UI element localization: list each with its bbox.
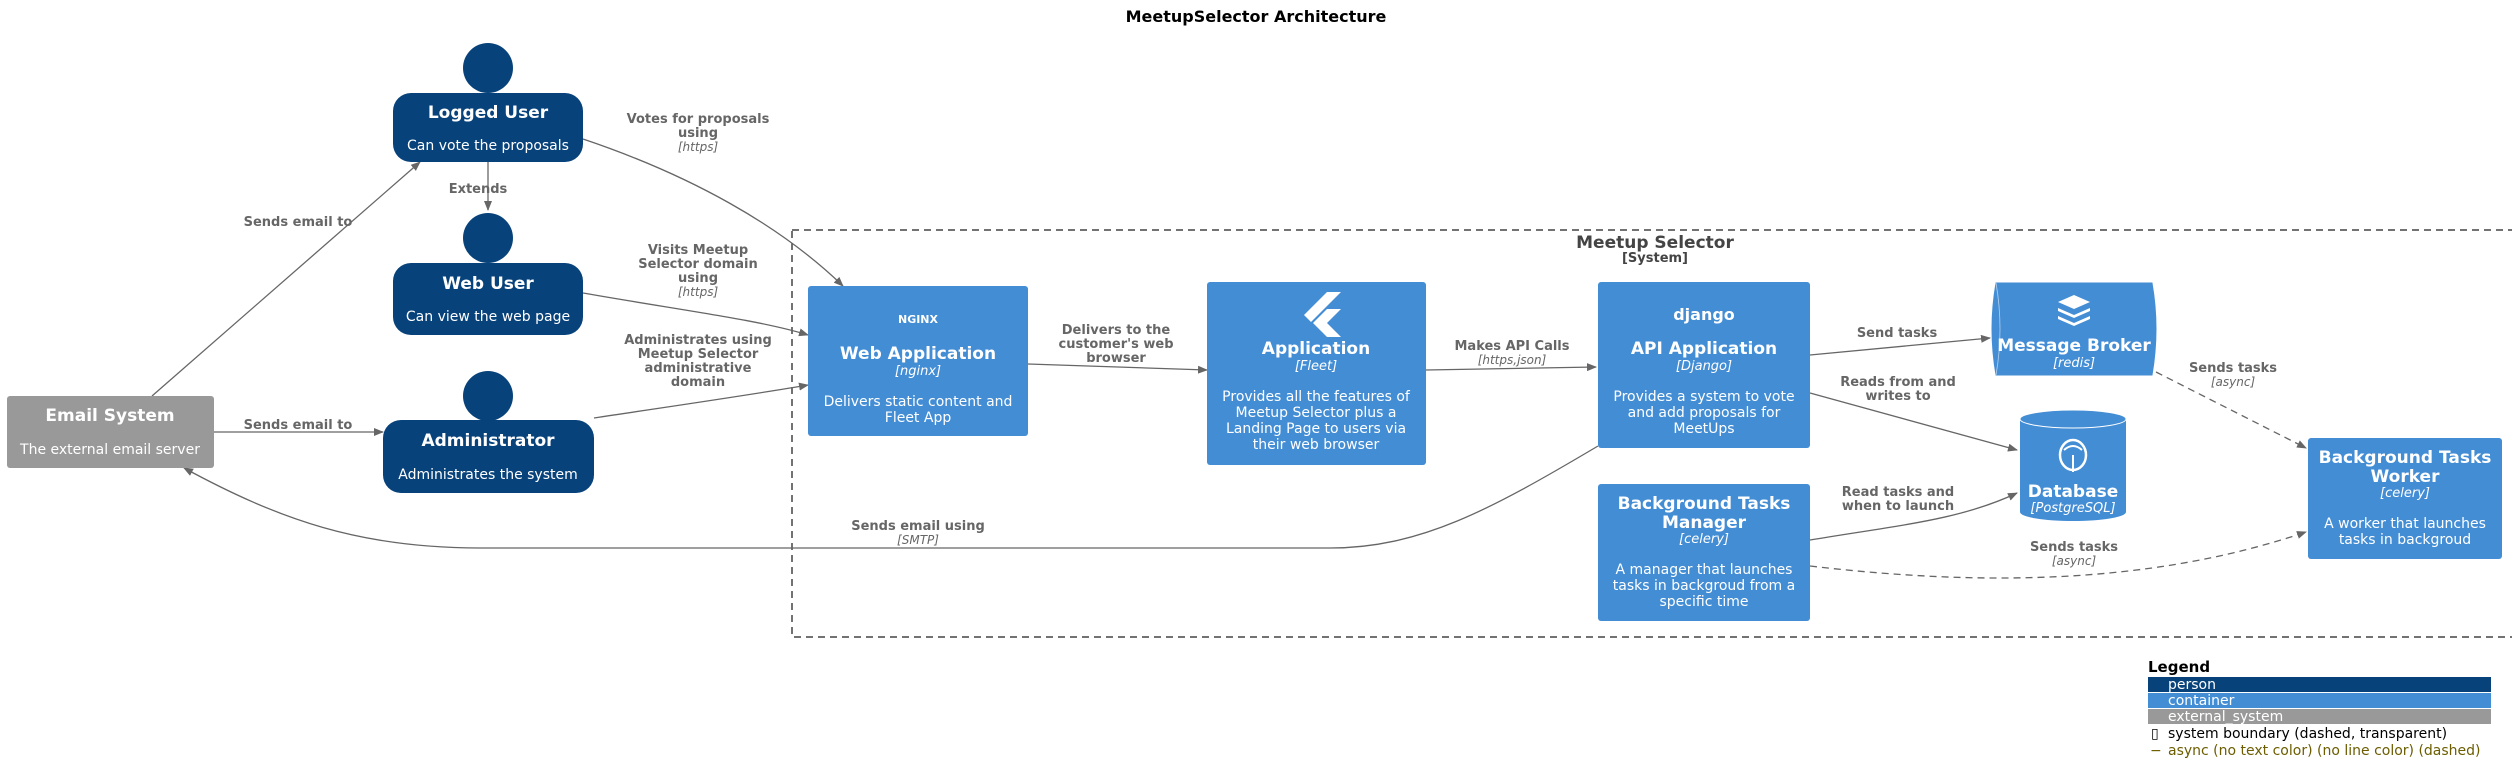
edge-delivers — [1027, 363, 1208, 374]
legend-item-async: async (no text color) (no line color) (d… — [2168, 743, 2481, 759]
person-head-icon — [463, 43, 513, 93]
postgresql-logo-icon — [2058, 438, 2088, 472]
flutter-logo-icon — [1304, 292, 1341, 337]
container-name: Database — [2028, 482, 2118, 502]
container-database[interactable]: Database [PostgreSQL] — [2019, 409, 2127, 521]
legend-container-swatch — [2148, 693, 2491, 708]
container-tech: [celery] — [1679, 532, 1729, 547]
rel-extends-label: Extends — [449, 182, 508, 197]
person-name: Web User — [442, 274, 534, 294]
container-application[interactable]: Application [Fleet] Provides all the fea… — [1207, 282, 1426, 465]
person-head-icon — [463, 371, 513, 421]
boundary-name: Meetup Selector — [1576, 233, 1734, 253]
legend-item-boundary: system boundary (dashed, transparent) — [2168, 726, 2447, 742]
person-administrator[interactable]: Administrator Administrates the system — [383, 371, 594, 493]
rel-sends-tasks-mgr-label: Sends tasks — [2030, 540, 2118, 555]
person-desc: Can vote the proposals — [407, 138, 569, 154]
external-name: Email System — [45, 406, 174, 426]
container-tech: [Fleet] — [1295, 359, 1337, 374]
container-name: Application — [1262, 339, 1370, 359]
edge-votes — [582, 138, 844, 287]
container-tech: [redis] — [2053, 356, 2095, 371]
legend-external-swatch — [2148, 709, 2491, 724]
edge-sends-tasks-mgr — [1809, 531, 2307, 579]
rel-sends-tasks-worker-label: Sends tasks — [2189, 361, 2277, 376]
rel-visits-tech: [https] — [678, 285, 719, 299]
external-desc: The external email server — [19, 442, 200, 458]
person-head-icon — [463, 213, 513, 263]
rel-smtp-tech: [SMTP] — [897, 533, 939, 547]
rel-email-admin-label: Sends email to — [244, 418, 353, 433]
edge-api-calls — [1425, 363, 1597, 372]
django-logo-icon: django — [1673, 305, 1735, 324]
legend-item-container: container — [2168, 693, 2235, 709]
person-desc: Can view the web page — [406, 309, 570, 325]
relations — [151, 138, 2307, 579]
person-desc: Administrates the system — [398, 467, 578, 483]
boundary-type: [System] — [1622, 251, 1688, 266]
rel-api-calls-tech: [https,json] — [1478, 353, 1547, 367]
edge-administrates — [593, 382, 809, 419]
legend-item-external: external_system — [2168, 709, 2283, 725]
container-name: API Application — [1631, 339, 1777, 359]
rel-api-calls-label: Makes API Calls — [1454, 339, 1569, 354]
edge-visits — [582, 292, 809, 337]
edge-read-tasks — [1809, 492, 2018, 541]
container-web-application[interactable]: NGINX Web Application [nginx] Delivers s… — [808, 286, 1028, 436]
legend-async-dash-icon: − — [2150, 743, 2162, 759]
container-api-application[interactable]: django API Application [Django] Provides… — [1598, 282, 1810, 448]
legend-person-swatch — [2148, 677, 2491, 692]
edge-reads-writes — [1809, 392, 2018, 452]
redis-logo-icon — [2058, 295, 2090, 326]
external-email-system[interactable]: Email System The external email server — [7, 396, 214, 468]
legend-title: Legend — [2148, 658, 2210, 676]
legend-boundary-icon: ▯ — [2151, 726, 2159, 742]
edge-email-logged — [151, 161, 421, 397]
legend: Legend person container external_system … — [2148, 658, 2491, 759]
container-tech: [celery] — [2380, 486, 2430, 501]
legend-item-person: person — [2168, 677, 2216, 693]
rel-votes-tech: [https] — [678, 140, 719, 154]
person-name: Administrator — [421, 431, 555, 451]
person-name: Logged User — [428, 103, 549, 123]
rel-smtp-label: Sends email using — [851, 519, 985, 534]
container-message-broker[interactable]: Message Broker [redis] — [1991, 282, 2157, 376]
container-tech: [nginx] — [895, 364, 941, 379]
system-boundary: Meetup Selector [System] — [791, 229, 2512, 638]
diagram-title: MeetupSelector Architecture — [1126, 7, 1387, 26]
rel-sends-tasks-mgr-tech: [async] — [2052, 554, 2097, 568]
edge-send-tasks-broker — [1809, 334, 1991, 356]
rel-email-logged-label: Sends email to — [244, 215, 353, 230]
container-tech: [PostgreSQL] — [2030, 501, 2115, 516]
container-name: Message Broker — [1997, 336, 2151, 356]
person-logged-user[interactable]: Logged User Can vote the proposals — [393, 43, 583, 162]
person-web-user[interactable]: Web User Can view the web page — [393, 213, 583, 335]
edge-sends-tasks-worker — [2155, 371, 2307, 449]
edge-sends-email-smtp — [183, 445, 1599, 549]
rel-send-tasks-label: Send tasks — [1857, 326, 1938, 341]
container-name: Web Application — [840, 344, 996, 364]
nginx-logo-icon: NGINX — [898, 313, 939, 326]
container-tech: [Django] — [1676, 359, 1732, 374]
rel-sends-tasks-worker-tech: [async] — [2211, 375, 2256, 389]
